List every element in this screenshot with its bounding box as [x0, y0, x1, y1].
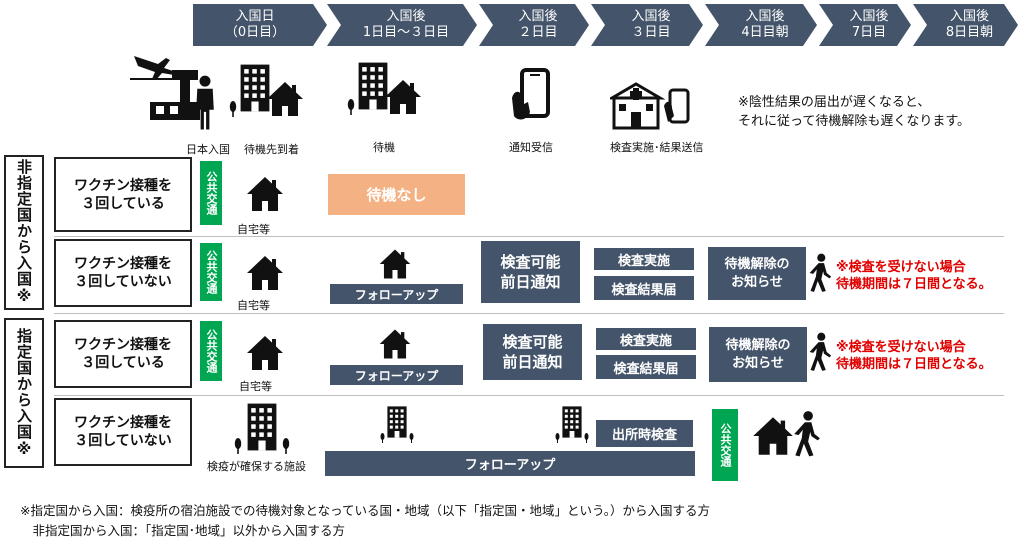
timeline-step-day0: 入国日 （0日目）	[193, 4, 327, 46]
caption-notify: 通知受信	[509, 141, 553, 154]
house-icon	[245, 253, 285, 293]
hospital-icon	[610, 82, 694, 130]
airport-icon	[128, 44, 218, 134]
timeline-step-day8: 入国後 8日目朝	[913, 4, 1018, 46]
house-icon	[245, 333, 285, 373]
result-report-box: 検査結果届	[594, 276, 694, 300]
timeline-step-day1-3: 入国後 1日目～３日目	[327, 4, 477, 46]
walking-person-icon	[806, 331, 833, 373]
caption-arrive: 待機先到着	[244, 143, 299, 156]
caption-entry: 日本入国	[186, 143, 230, 156]
no-test-warning: ※検査を受けない場合 待機期間は７日間となる。	[836, 340, 992, 372]
house-icon	[378, 327, 412, 361]
footnote-designated: ※指定国から入国：検疫所の宿泊施設での待機対象となっている国・地域（以下「指定国…	[20, 503, 710, 518]
no-test-warning: ※検査を受けない場合 待機期間は７日間となる。	[836, 260, 992, 292]
footnote-non-designated: 非指定国から入国：「指定国･地域」以外から入国する方	[20, 523, 346, 538]
group-non-designated: 非指定国から入国※	[4, 155, 44, 310]
house-icon	[751, 414, 795, 458]
follow-up-bar: フォローアップ	[330, 284, 463, 304]
test-done-box: 検査実施	[594, 248, 694, 270]
result-report-box: 検査結果届	[596, 355, 696, 379]
building-house-icon	[347, 52, 427, 122]
follow-up-bar: フォローアップ	[330, 365, 463, 385]
exit-test-box: 出所時検査	[596, 420, 693, 447]
timeline-step-day2: 入国後 ２日目	[479, 4, 589, 46]
quarantine-building-icon	[234, 400, 292, 456]
row-label-vacc3: ワクチン接種を ３回している	[54, 320, 192, 388]
caption-test-send: 検査実施･結果送信	[610, 141, 704, 154]
caption-home: 自宅等	[237, 223, 270, 236]
caption-facility: 検疫が確保する施設	[207, 460, 306, 473]
test-done-box: 検査実施	[596, 328, 696, 350]
group-designated: 指定国から入国※	[4, 318, 44, 468]
public-transport-tag: 公共交通	[200, 161, 222, 225]
timeline-step-day7: 入国後 7日目	[819, 4, 911, 46]
caption-home: 自宅等	[239, 380, 272, 393]
smartphone-icon	[508, 68, 558, 124]
row-label-vacc3: ワクチン接種を ３回している	[54, 157, 192, 232]
house-icon	[378, 247, 412, 281]
walking-person-icon	[806, 252, 833, 294]
public-transport-tag: 公共交通	[712, 409, 738, 481]
notice-top: ※陰性結果の届出が遅くなると、 それに従って待機解除も遅くなります。	[738, 95, 971, 129]
public-transport-tag: 公共交通	[200, 321, 222, 381]
caption-home: 自宅等	[237, 299, 270, 312]
row-label-not-vacc3: ワクチン接種を ３回していない	[54, 398, 192, 466]
no-wait-box: 待機なし	[328, 174, 465, 215]
traveler-icon	[194, 74, 216, 130]
building-icon	[555, 402, 589, 446]
walking-person-icon	[790, 410, 822, 458]
row-label-not-vacc3: ワクチン接種を ３回していない	[54, 239, 192, 307]
timeline-step-day4: 入国後 4日目朝	[705, 4, 817, 46]
building-icon	[380, 402, 414, 446]
row-separator	[54, 236, 1004, 237]
timeline-step-day3: 入国後 ３日目	[591, 4, 703, 46]
release-notice-box: 待機解除の お知らせ	[708, 247, 806, 300]
follow-up-bar: フォローアップ	[325, 451, 695, 476]
row-separator	[54, 313, 1004, 314]
caption-wait: 待機	[373, 141, 395, 154]
row-separator	[54, 395, 1004, 396]
release-notice-box: 待機解除の お知らせ	[709, 327, 807, 382]
house-icon	[245, 174, 285, 214]
pre-notice-box: 検査可能 前日通知	[481, 241, 580, 303]
public-transport-tag: 公共交通	[200, 243, 222, 301]
pre-notice-box: 検査可能 前日通知	[483, 324, 582, 380]
building-house-icon	[229, 54, 309, 124]
